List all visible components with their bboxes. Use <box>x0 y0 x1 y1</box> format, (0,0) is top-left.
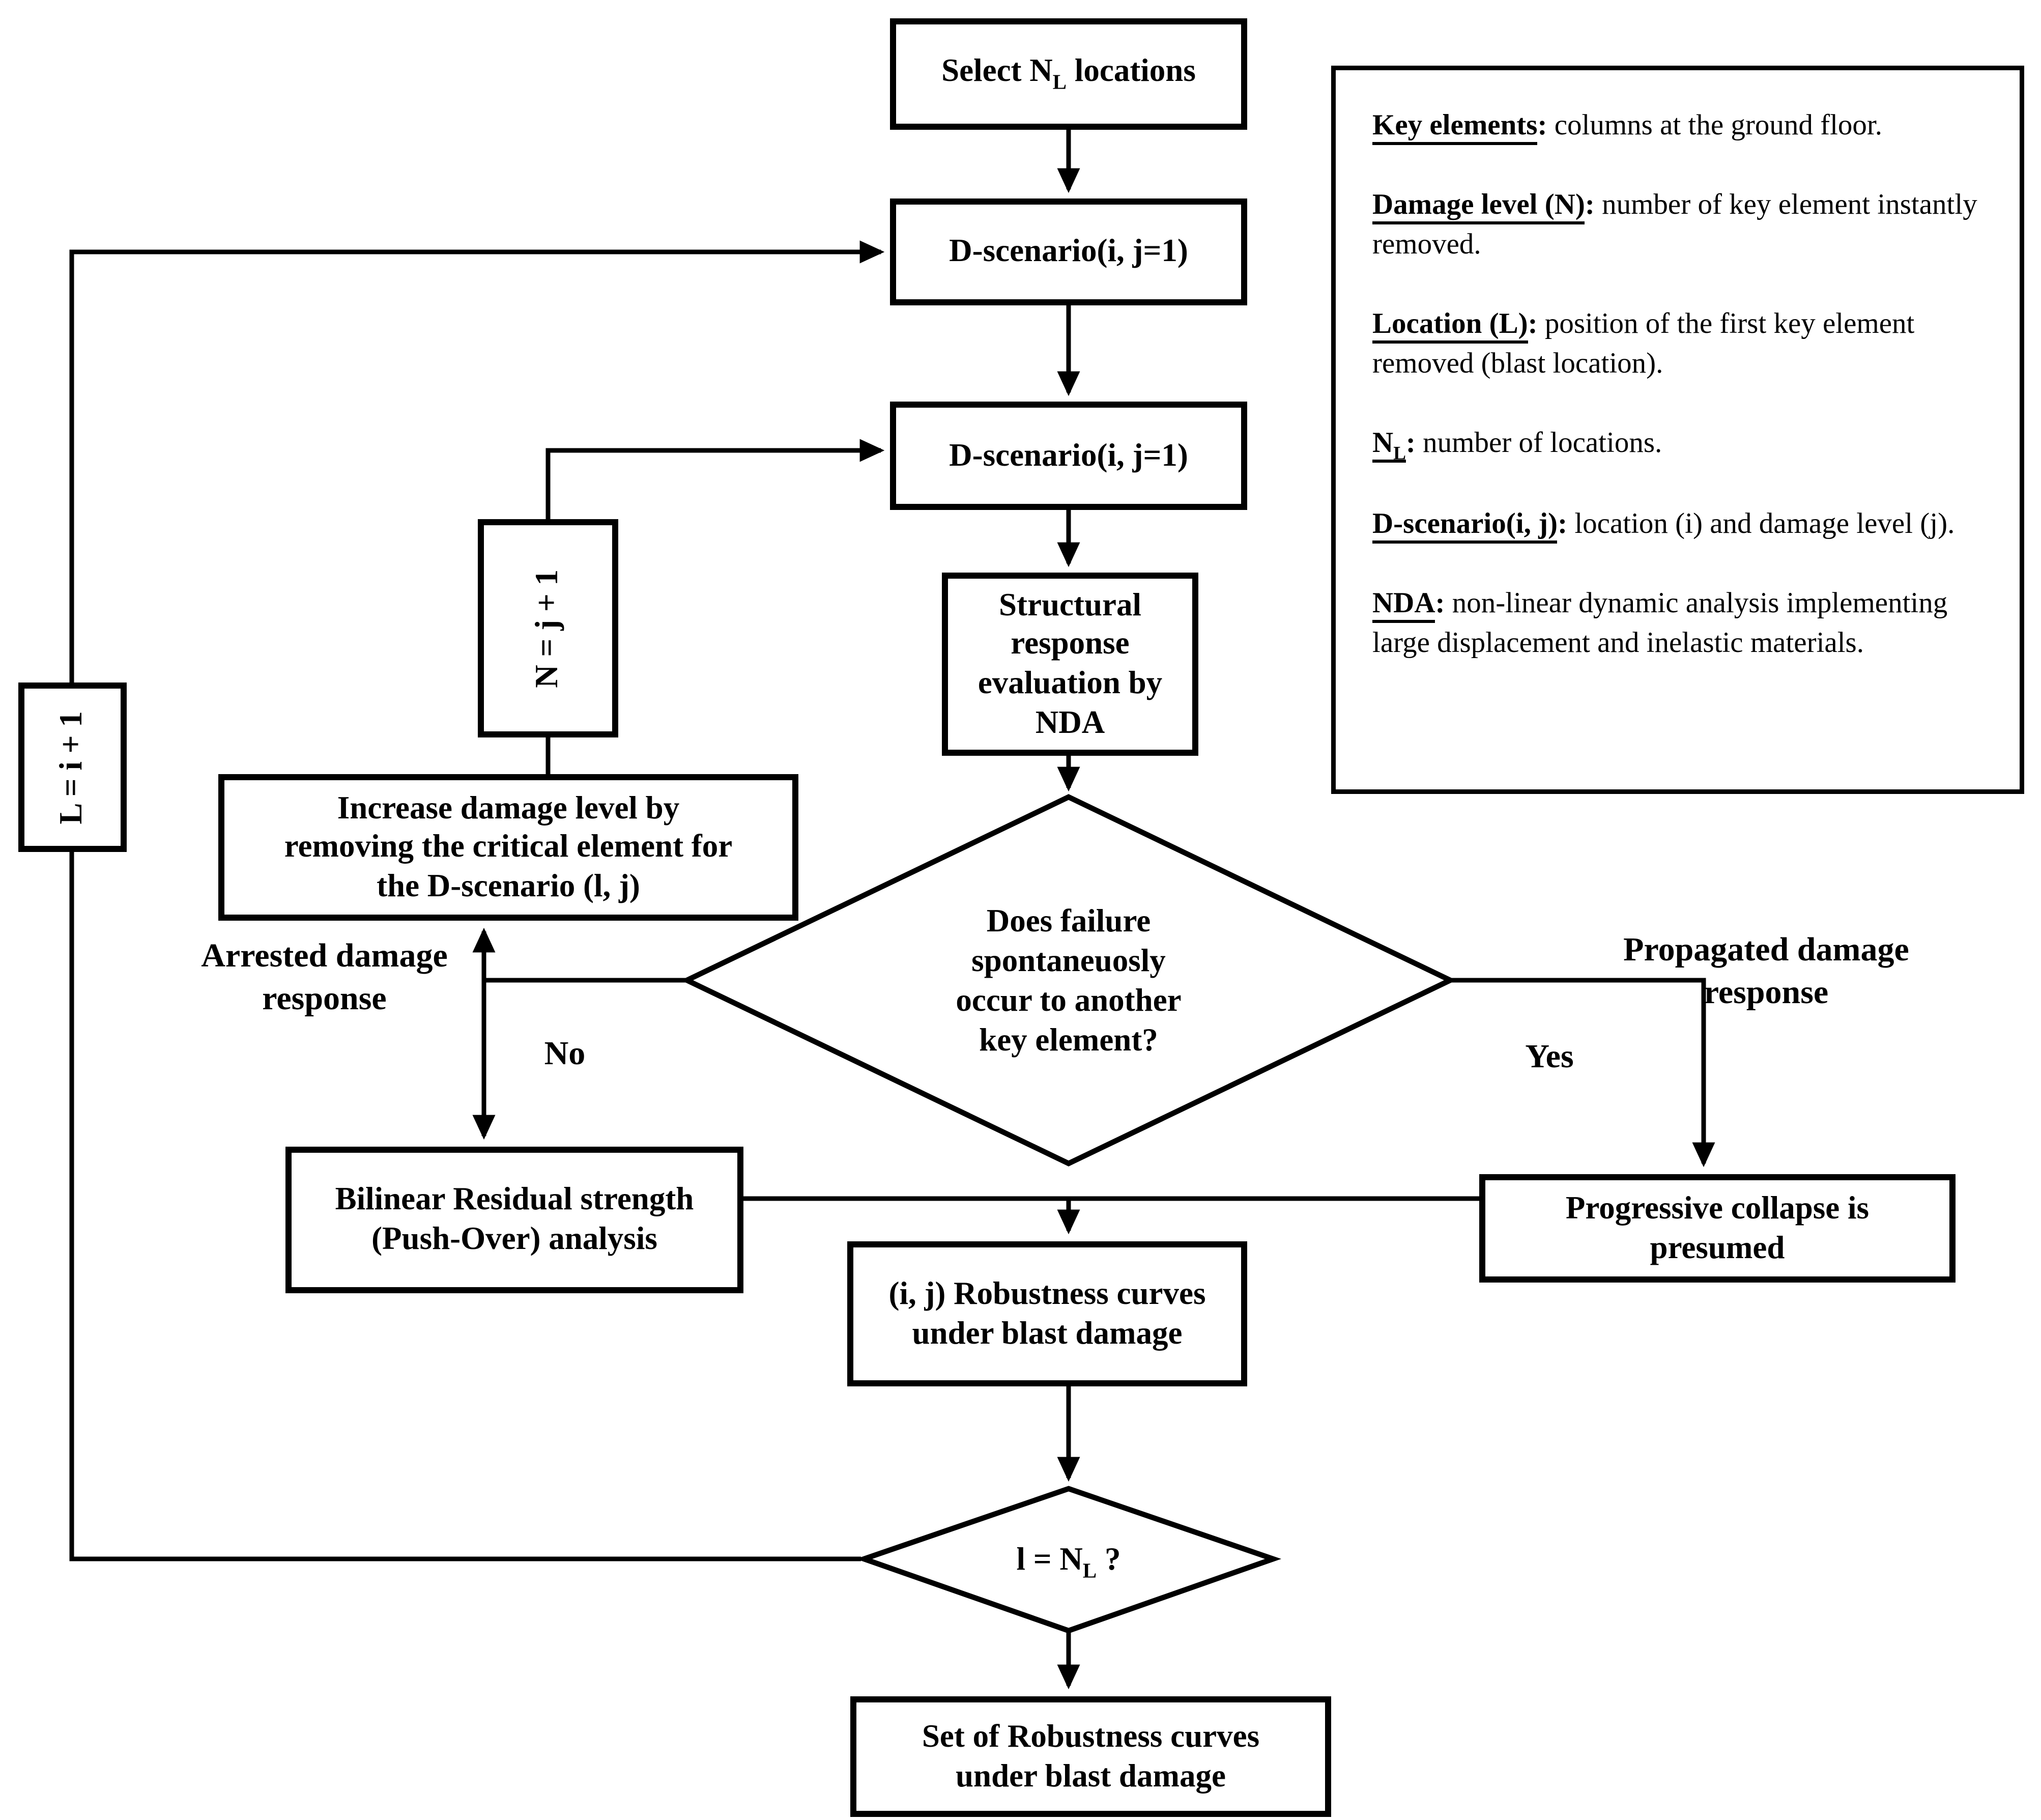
node-n-increment-label: N = j + 1 <box>528 569 565 688</box>
legend-box: Key elements: columns at the ground floo… <box>1331 66 2024 794</box>
node-bilinear-label: Bilinear Residual strength(Push-Over) an… <box>335 1181 694 1257</box>
decision2-label: l = NL ? <box>1016 1541 1121 1582</box>
arrow-yes-to-progressive <box>1447 978 1715 1168</box>
decision1-diamond <box>680 794 1457 1167</box>
legend-item: Damage level (N): number of key element … <box>1372 188 1977 262</box>
legend-item: NL: number of locations. <box>1372 427 1662 464</box>
node-select-locations: Select NL locations <box>890 18 1247 130</box>
legend-item: Location (L): position of the first key … <box>1372 308 1915 381</box>
node-d-scenario-2: D-scenario(i, j=1) <box>890 402 1247 510</box>
loop-l-bottom-line <box>69 849 861 1561</box>
node-n-increment: N = j + 1 <box>478 519 618 737</box>
node-bilinear-pushover: Bilinear Residual strength(Push-Over) an… <box>285 1147 743 1293</box>
label-yes: Yes <box>1525 1037 1574 1075</box>
node-d-scenario-2-label: D-scenario(i, j=1) <box>949 436 1188 473</box>
legend-item: D-scenario(i, j): location (i) and damag… <box>1372 505 1983 546</box>
loop-l-top-line <box>69 240 885 686</box>
node-l-increment-label: L = i + 1 <box>53 710 90 824</box>
label-no: No <box>544 1034 586 1072</box>
decision2-diamond <box>855 1486 1282 1634</box>
node-select-label: Select NL locations <box>941 52 1196 94</box>
node-l-increment: L = i + 1 <box>18 682 127 852</box>
node-d-scenario-1: D-scenario(i, j=1) <box>890 198 1247 305</box>
legend-item: Key elements: columns at the ground floo… <box>1372 107 1983 148</box>
legend-items: Key elements: columns at the ground floo… <box>1372 107 1983 665</box>
legend-item: NDA: non-linear dynamic analysis impleme… <box>1372 587 1948 660</box>
loop-n-line <box>545 439 885 522</box>
node-d-scenario-1-label: D-scenario(i, j=1) <box>949 232 1188 269</box>
